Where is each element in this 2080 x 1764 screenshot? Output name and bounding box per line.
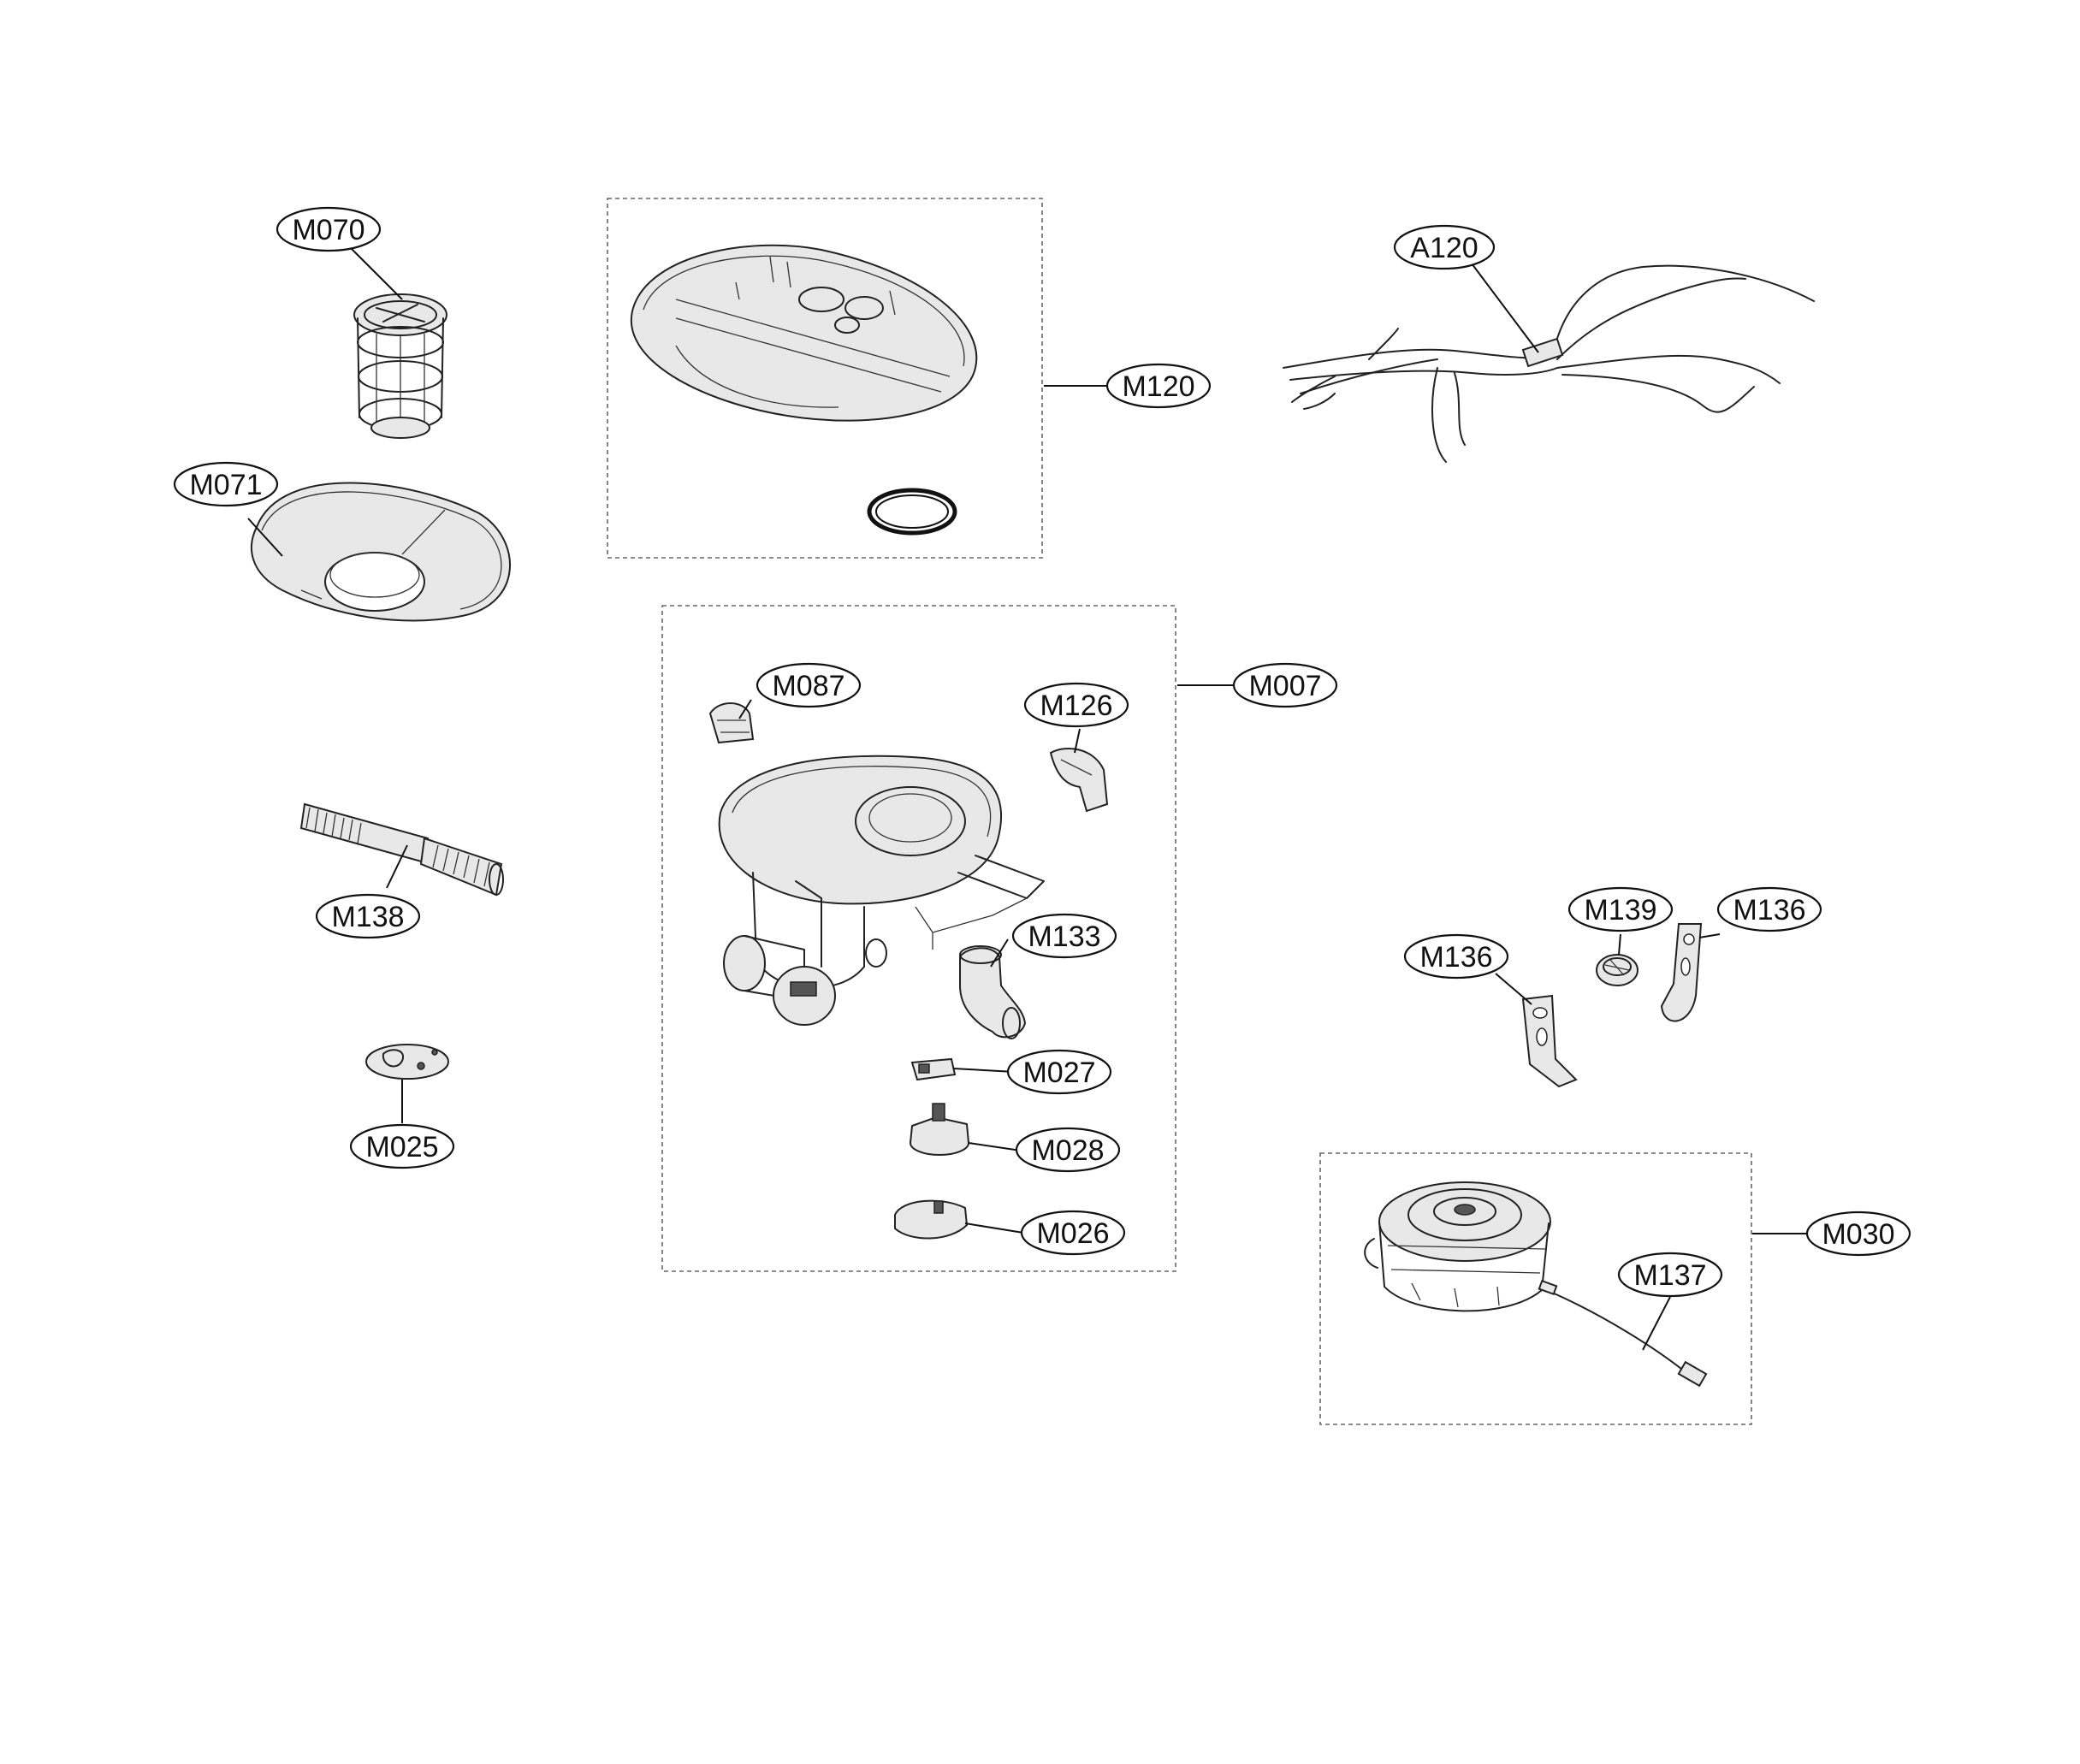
callout-m007-label: M007: [1248, 670, 1321, 702]
leader-m137: [1642, 1296, 1671, 1351]
sensor-part[interactable]: [910, 1103, 969, 1156]
callout-m137-label: M137: [1633, 1259, 1706, 1292]
elbow-pipe-part[interactable]: [959, 945, 1027, 1039]
sensor-cable-part[interactable]: [1538, 1279, 1708, 1388]
small-disc-part[interactable]: [365, 1044, 449, 1080]
bracket-right-part[interactable]: [1660, 923, 1703, 1022]
callout-a120[interactable]: A120: [1393, 224, 1496, 270]
callout-m120[interactable]: M120: [1105, 363, 1212, 409]
leader-m087: [738, 699, 752, 719]
group-box-motor-assembly: [1319, 1152, 1752, 1425]
callout-m138-label: M138: [331, 901, 404, 933]
callout-m027[interactable]: M027: [1006, 1049, 1112, 1095]
callout-m070-label: M070: [292, 214, 364, 246]
leader-m139: [1618, 933, 1621, 956]
filter-cylinder-part[interactable]: [353, 293, 447, 439]
leader-m070: [350, 247, 403, 300]
cap-disc-part[interactable]: [894, 1199, 969, 1240]
leader-m126: [1074, 728, 1081, 754]
callout-m025[interactable]: M025: [349, 1123, 455, 1169]
callout-m137[interactable]: M137: [1617, 1252, 1723, 1298]
sump-part[interactable]: [718, 755, 1045, 1026]
callout-m087[interactable]: M087: [756, 662, 862, 708]
callout-m139-label: M139: [1584, 894, 1656, 926]
callout-m136-left-label: M136: [1419, 941, 1492, 974]
leader-a120: [1471, 263, 1539, 353]
leader-m071: [247, 518, 283, 557]
gear-part[interactable]: [1596, 954, 1639, 986]
callout-m120-label: M120: [1122, 370, 1194, 403]
group-box-sump-assembly: [661, 605, 1176, 1272]
callout-m030-label: M030: [1822, 1218, 1894, 1251]
callout-m071-label: M071: [189, 469, 262, 501]
leader-m027: [952, 1068, 1016, 1073]
leader-m138: [386, 844, 408, 889]
callout-m133[interactable]: M133: [1011, 913, 1117, 959]
switch-part[interactable]: [910, 1057, 957, 1081]
leader-m026: [964, 1222, 1024, 1234]
callout-m028-label: M028: [1031, 1134, 1104, 1167]
motor-part[interactable]: [1364, 1181, 1551, 1312]
ribbed-hose-part[interactable]: [299, 802, 504, 897]
callout-m071[interactable]: M071: [173, 461, 279, 507]
callout-m138[interactable]: M138: [315, 893, 421, 939]
callout-m087-label: M087: [772, 670, 844, 702]
wire-harness-part[interactable]: [1283, 264, 1815, 463]
callout-a120-label: A120: [1410, 232, 1478, 264]
callout-m028[interactable]: M028: [1015, 1127, 1121, 1173]
leader-m136-left: [1495, 973, 1532, 1005]
callout-m136-right-label: M136: [1733, 894, 1805, 926]
callout-m027-label: M027: [1022, 1057, 1095, 1089]
group-box-spray-arm: [607, 198, 1043, 559]
leader-m133: [990, 938, 1009, 968]
callout-m025-label: M025: [365, 1131, 438, 1163]
filter-plate-part[interactable]: [251, 482, 511, 622]
callout-m026-label: M026: [1036, 1217, 1109, 1250]
callout-m007[interactable]: M007: [1232, 662, 1338, 708]
clamp-part[interactable]: [708, 702, 755, 744]
spray-arm-part[interactable]: [631, 244, 978, 536]
callout-m133-label: M133: [1028, 920, 1100, 953]
callout-m126[interactable]: M126: [1023, 682, 1129, 728]
callout-m136-left[interactable]: M136: [1403, 933, 1509, 980]
callout-m139[interactable]: M139: [1567, 886, 1674, 932]
callout-m136-right[interactable]: M136: [1716, 886, 1822, 932]
latch-part[interactable]: [1049, 747, 1109, 813]
leader-m136-right: [1698, 933, 1721, 938]
callout-m026[interactable]: M026: [1020, 1210, 1126, 1256]
bracket-left-part[interactable]: [1521, 994, 1578, 1088]
callout-m126-label: M126: [1040, 690, 1112, 722]
callout-m030[interactable]: M030: [1805, 1211, 1911, 1257]
callout-m070[interactable]: M070: [276, 206, 382, 252]
